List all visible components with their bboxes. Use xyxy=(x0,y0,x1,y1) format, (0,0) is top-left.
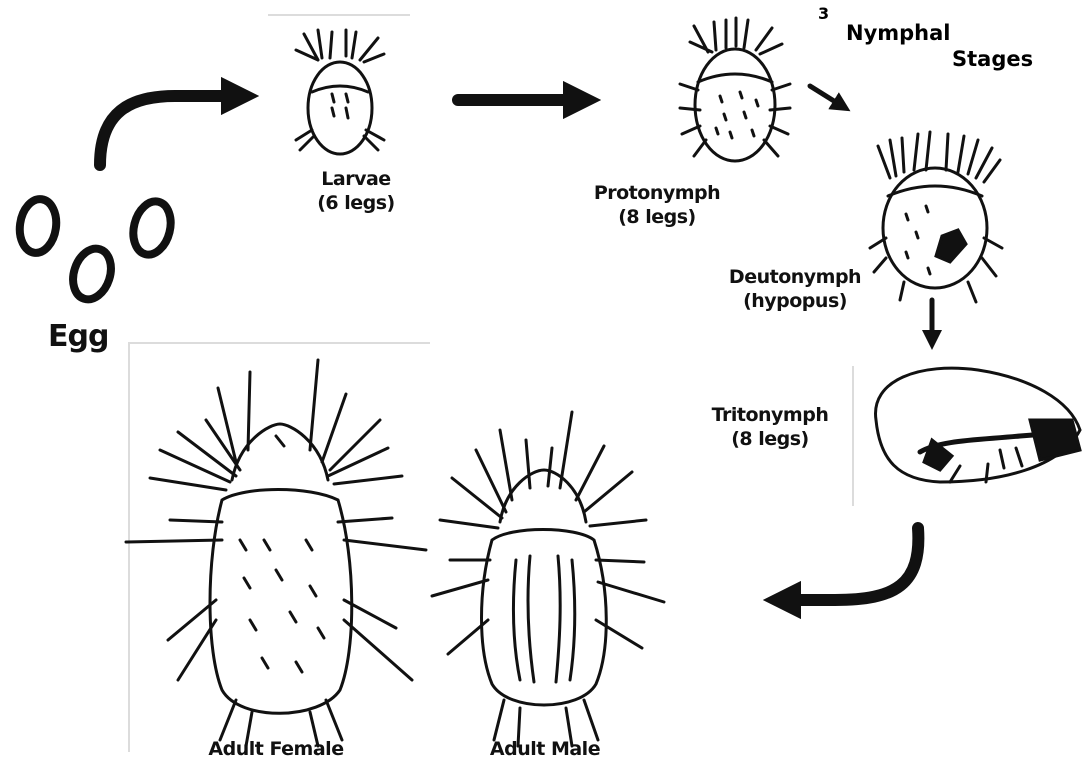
adult-male-label-text: Adult Male xyxy=(470,738,620,762)
cycle-arrows xyxy=(100,86,932,600)
egg-label: Egg xyxy=(48,318,108,356)
protonymph-label-legs: (8 legs) xyxy=(572,206,742,230)
larva-drawing xyxy=(296,30,384,154)
larva-body xyxy=(308,62,372,154)
tritonymph-label: Tritonymph (8 legs) xyxy=(690,404,850,452)
arrow-tritonymph-to-adults xyxy=(782,528,918,600)
deutonymph-label-sub: (hypopus) xyxy=(702,290,888,314)
egg-label-text: Egg xyxy=(48,318,108,356)
deutonymph-label-name: Deutonymph xyxy=(702,266,888,290)
egg-cluster xyxy=(16,197,176,305)
protonymph-label: Protonymph (8 legs) xyxy=(572,182,742,230)
tritonymph-label-name: Tritonymph xyxy=(690,404,850,428)
protonymph-label-name: Protonymph xyxy=(572,182,742,206)
larvae-label: Larvae (6 legs) xyxy=(296,168,416,216)
nymphal-stages-line2: Stages xyxy=(952,44,1078,76)
larvae-label-name: Larvae xyxy=(296,168,416,192)
deutonymph-label: Deutonymph (hypopus) xyxy=(702,266,888,314)
arrow-protonymph-to-deutonymph xyxy=(810,86,842,106)
adult-female-label-text: Adult Female xyxy=(186,738,366,762)
adult-female-drawing xyxy=(126,360,426,746)
egg-2 xyxy=(67,244,117,305)
deutonymph-drawing xyxy=(870,132,1002,302)
arrow-egg-to-larvae xyxy=(100,96,240,165)
egg-1 xyxy=(16,197,59,255)
adult-male-drawing xyxy=(432,412,664,746)
adult-female-body xyxy=(210,490,352,714)
adult-male-body xyxy=(482,530,607,706)
adult-male-label: Adult Male xyxy=(470,738,620,762)
tritonymph-label-legs: (8 legs) xyxy=(690,428,850,452)
tritonymph-drawing xyxy=(876,368,1080,482)
larvae-label-legs: (6 legs) xyxy=(296,192,416,216)
adult-female-label: Adult Female xyxy=(186,738,366,762)
nymphal-stages-note: 3 Nymphal Stages xyxy=(818,6,1078,75)
protonymph-body xyxy=(695,49,775,161)
protonymph-drawing xyxy=(680,18,790,161)
egg-3 xyxy=(128,197,176,258)
